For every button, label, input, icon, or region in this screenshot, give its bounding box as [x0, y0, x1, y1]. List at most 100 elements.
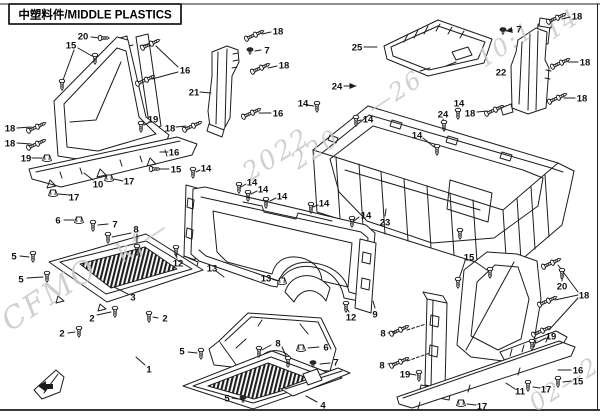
- part-25-plate: [383, 19, 493, 77]
- callout-14: 14: [361, 211, 372, 222]
- callout-23: 23: [380, 218, 391, 229]
- callout-11: 11: [515, 387, 526, 398]
- leader-line: [67, 331, 76, 334]
- callout-2: 2: [89, 314, 94, 325]
- rivet-icon: [246, 47, 254, 55]
- leader-line: [135, 356, 146, 366]
- screw-icon: [235, 181, 243, 194]
- leader-line: [57, 193, 71, 196]
- leader-line: [269, 197, 277, 202]
- screw-icon: [58, 78, 66, 91]
- leader-line: [554, 294, 579, 301]
- leader-line: [562, 380, 572, 383]
- callout-10: 10: [93, 180, 104, 191]
- callout-8: 8: [275, 339, 280, 350]
- leader-line: [535, 337, 547, 344]
- callout-8: 8: [380, 329, 385, 340]
- callout-13: 13: [207, 264, 218, 275]
- page-title: 中塑料件/MIDDLE PLASTICS: [18, 8, 172, 22]
- direction-arrow-icon: [38, 381, 53, 392]
- leader-line: [187, 351, 198, 354]
- clip-icon: [104, 174, 114, 183]
- leader-line: [215, 270, 225, 278]
- screw-icon: [148, 165, 161, 173]
- leader-line: [113, 286, 129, 295]
- leader-line: [505, 26, 513, 33]
- screw-icon: [29, 250, 37, 263]
- leader-line: [155, 45, 179, 68]
- leader-line: [466, 403, 477, 406]
- callout-14: 14: [258, 185, 269, 196]
- leader-line: [96, 311, 112, 316]
- callout-18: 18: [465, 109, 476, 120]
- leader-line: [261, 31, 272, 35]
- callout-12: 12: [173, 259, 184, 270]
- callout-18: 18: [273, 27, 284, 38]
- title-box: [8, 3, 182, 25]
- callout-16: 16: [169, 148, 180, 159]
- callout-14: 14: [454, 99, 465, 110]
- callout-18: 18: [279, 61, 290, 72]
- callout-17: 17: [69, 193, 80, 204]
- callout-14: 14: [277, 192, 288, 203]
- leader-line: [26, 276, 44, 279]
- part-4-grille-tray: [182, 350, 351, 410]
- leader-line: [113, 178, 124, 182]
- callout-18: 18: [5, 139, 16, 150]
- leader-line: [561, 16, 571, 20]
- leader-line: [254, 49, 262, 52]
- callout-18: 18: [579, 291, 590, 302]
- leader-line: [195, 169, 201, 173]
- leader-line: [250, 190, 258, 195]
- screw-icon: [97, 34, 110, 42]
- screw-icon: [197, 347, 205, 360]
- leader-line: [152, 316, 159, 319]
- callout-24: 24: [332, 82, 343, 93]
- leader-line: [305, 104, 315, 107]
- callout-18: 18: [572, 12, 583, 23]
- callout-24: 24: [438, 110, 449, 121]
- callout-20: 20: [78, 32, 89, 43]
- screwpair-icon: [244, 28, 265, 42]
- leader-line: [473, 260, 488, 271]
- screw-icon: [89, 219, 97, 232]
- leader-line: [305, 395, 318, 403]
- callout-6: 6: [323, 343, 328, 354]
- part-10-floor-rail: [28, 136, 198, 188]
- clip-icon: [48, 189, 58, 198]
- part-22-pillar: [500, 17, 553, 116]
- leader-line: [357, 119, 362, 122]
- leader-line: [62, 49, 75, 81]
- screw-icon: [145, 310, 153, 323]
- part-21-pillar: [206, 45, 240, 138]
- screw-icon: [111, 305, 119, 318]
- callout-17: 17: [124, 177, 135, 188]
- callout-5: 5: [11, 252, 17, 263]
- part-13-tailgate: [181, 184, 377, 314]
- clip-icon: [74, 216, 84, 225]
- callout-6: 6: [55, 216, 60, 227]
- leader-line: [261, 344, 272, 351]
- screwpair-icon: [550, 56, 571, 70]
- clip-icon: [296, 344, 306, 352]
- callout-19: 19: [21, 154, 32, 165]
- leader-line: [77, 47, 93, 57]
- callout-14: 14: [319, 199, 330, 210]
- callout-15: 15: [573, 377, 584, 388]
- leader-line: [267, 65, 278, 69]
- callout-14: 14: [298, 99, 309, 110]
- leader-line: [143, 121, 151, 126]
- leader-line: [406, 323, 427, 331]
- callout-21: 21: [189, 88, 200, 99]
- part-11-right-frame-assembly: [396, 251, 576, 410]
- callout-15: 15: [171, 165, 182, 176]
- callout-15: 15: [464, 253, 475, 264]
- leader-line: [16, 126, 32, 129]
- screw-icon: [415, 369, 423, 382]
- callout-14: 14: [201, 164, 212, 175]
- leader-line: [151, 71, 179, 80]
- callout-5: 5: [179, 347, 185, 358]
- callout-17: 17: [541, 385, 552, 396]
- screw-icon: [75, 325, 83, 338]
